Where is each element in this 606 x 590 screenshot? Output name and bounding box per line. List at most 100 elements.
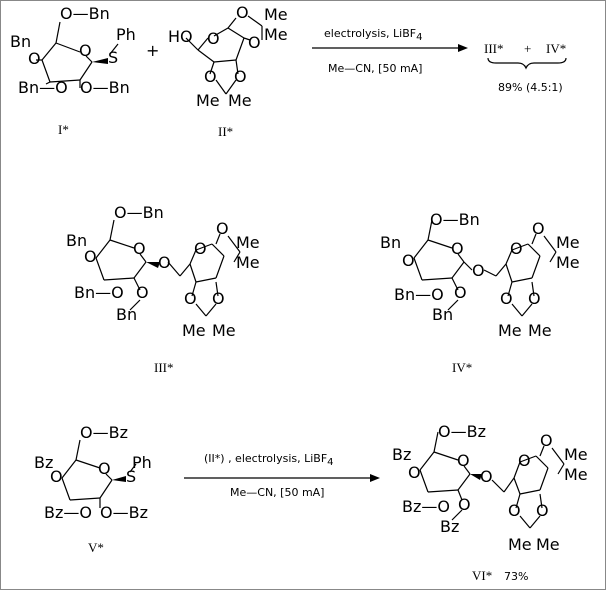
III-label-2: O [84,247,97,266]
VI-label-11: Bz [440,517,459,536]
IV-label-5: O [532,219,545,238]
IV-label-4: O [472,261,485,280]
compound-IV-caption: IV* [452,360,472,375]
V-label-5: O [98,459,111,478]
II-label-4: Me [264,25,288,44]
III-label-11: Bn [116,305,137,324]
VI-label-13: O [536,501,549,520]
IV-label-10: O [454,283,467,302]
III-label-0: O—Bn [114,203,164,222]
VI-label-3: O [457,451,470,470]
I-label-7: O—Bn [80,78,130,97]
arrow1-above-text: electrolysis, LiBF4 [324,27,422,43]
I-label-4: S [108,48,118,67]
III-label-6: Me [236,233,260,252]
III-label-3: O [133,239,146,258]
IV-label-9: Bn—O [394,285,444,304]
VI-label-15: Me [536,535,560,554]
VI-label-12: O [508,501,521,520]
I-label-6: Bn—O [18,78,68,97]
VI-label-2: O [408,463,421,482]
II-label-1: HO [168,27,193,46]
VI-label-9: Bz—O [402,497,450,516]
IV-label-14: Me [498,321,522,340]
II-label-6: O [204,67,217,86]
II-label-9: Me [228,91,252,110]
arrow1-below-text: Me—CN, [50 mA] [328,62,422,75]
reaction-arrow-row1: electrolysis, LiBF4 Me—CN, [50 mA] [312,27,468,75]
III-label-13: O [212,289,225,308]
IV-label-0: O—Bn [430,210,480,229]
V-label-1: Bz [34,453,53,472]
compound-III-caption: III* [154,360,174,375]
II-label-3: Me [264,5,288,24]
compound-V-caption: V* [88,540,104,555]
VI-label-10: O [458,495,471,514]
compound-IV-structure: O—Bn Bn O O O O Me Me O Bn—O O Bn O O Me… [380,210,580,340]
IV-label-11: Bn [432,305,453,324]
product-IV-label: IV* [546,41,566,56]
compound-VI-structure: O—Bz Bz O O O O Me Me O Bz—O O Bz O O Me… [392,422,588,554]
VI-label-6: Me [564,445,588,464]
V-label-0: O—Bz [80,423,128,442]
compound-I-caption: I* [58,122,69,137]
VI-label-7: Me [564,465,588,484]
II-label-2: O [236,3,249,22]
product-III-label: III* [484,41,504,56]
compound-II-structure: HO O O Me Me O O O Me Me [168,3,288,110]
III-label-1: Bn [66,231,87,250]
I-label-2: O [28,49,41,68]
III-label-5: O [216,219,229,238]
IV-label-12: O [500,289,513,308]
product-plus-label: + [524,41,531,56]
IV-label-1: Bn [380,233,401,252]
arrow3-below-text: Me—CN, [50 mA] [230,486,324,499]
VI-label-5: O [540,431,553,450]
II-label-8: Me [196,91,220,110]
III-label-4: O [158,253,171,272]
III-label-12: O [184,289,197,308]
I-label-5: O [79,41,92,60]
IV-label-15: Me [528,321,552,340]
VI-label-0: O—Bz [438,422,486,441]
III-label-10: O [136,283,149,302]
V-label-2: O [50,467,63,486]
compound-V-structure: O—Bz Bz O Ph S O Bz—O O—Bz [34,423,152,522]
V-label-7: O—Bz [100,503,148,522]
VI-label-8: O [518,451,531,470]
IV-label-6: Me [556,233,580,252]
III-label-15: Me [212,321,236,340]
VI-label-14: Me [508,535,532,554]
II-label-0: O [207,29,220,48]
plus-sign-row1: + [146,41,159,60]
compound-VI-yield: 73% [504,570,528,583]
III-label-14: Me [182,321,206,340]
IV-label-2: O [402,251,415,270]
compound-III-structure: O—Bn Bn O O O O Me Me O Bn—O O Bn O O Me… [66,203,260,340]
IV-label-13: O [528,289,541,308]
V-label-6: Bz—O [44,503,92,522]
VI-label-1: Bz [392,445,411,464]
reaction-arrow-row3: (II*) , electrolysis, LiBF4 Me—CN, [50 m… [184,452,380,499]
III-label-8: O [194,239,207,258]
V-label-4: S [126,467,136,486]
V-label-3: Ph [132,453,152,472]
compound-II-caption: II* [218,124,233,139]
compound-I-structure: O—Bn Bn O Ph S O Bn—O O—Bn [10,4,136,97]
II-label-5: O [248,33,261,52]
I-label-0: O—Bn [60,4,110,23]
III-label-9: Bn—O [74,283,124,302]
IV-label-3: O [451,239,464,258]
II-label-7: O [234,67,247,86]
VI-label-4: O [480,467,493,486]
I-label-3: Ph [116,25,136,44]
compound-VI-caption: VI* [472,568,492,583]
III-label-7: Me [236,253,260,272]
I-label-1: Bn [10,32,31,51]
IV-label-7: Me [556,253,580,272]
arrow3-above-text: (II*) , electrolysis, LiBF4 [204,452,334,468]
row1-yield: 89% (4.5:1) [498,81,563,94]
product-brace [487,57,567,70]
IV-label-8: O [510,239,523,258]
